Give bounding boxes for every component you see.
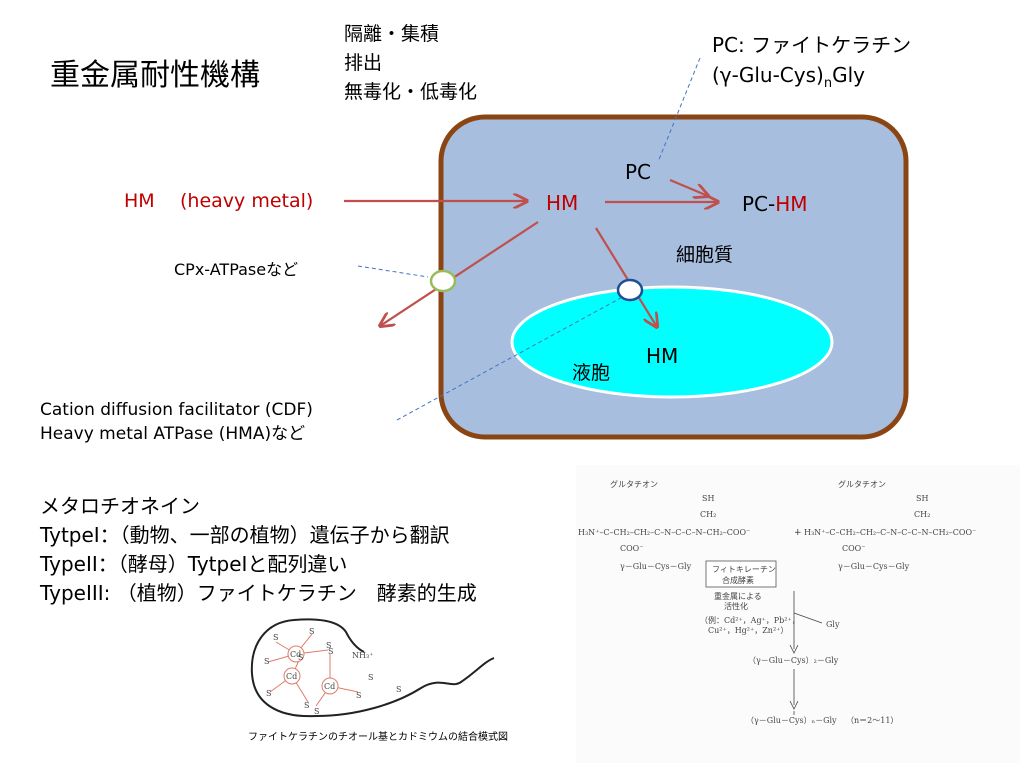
s-atom-1: S	[273, 633, 278, 642]
peptide-chain	[250, 619, 495, 718]
hma-label: Heavy metal ATPase (HMA)など	[40, 424, 306, 444]
cpx-atpase-label: CPx-ATPaseなど	[174, 260, 299, 279]
glutathione-label-right: グルタチオン	[838, 479, 886, 489]
cd-ion-2	[283, 667, 301, 685]
vacuole-label: 液胞	[572, 362, 611, 384]
hm-vacuole-label: HM	[646, 344, 679, 368]
enzyme-box	[705, 560, 777, 588]
mechanism-sequestration: 隔離・集積	[344, 23, 440, 45]
cdf-transporter	[616, 278, 644, 302]
s-atom-8: S	[328, 647, 333, 656]
metallothionein-type-1: TytpeI：（動物、一部の植物）遺伝子から翻訳	[40, 523, 450, 547]
activation-label-2: 活性化	[724, 601, 748, 611]
cd-label-1: Cd	[290, 650, 301, 659]
n-range: （n＝2〜11）	[846, 716, 898, 725]
pc-definition: PC: ファイトケラチン (γ-Glu-Cys)nGly	[712, 30, 911, 99]
metallothionein-heading: メタロチオネイン	[40, 494, 200, 518]
gly-released: Gly	[826, 620, 840, 629]
cdf-leader-line	[396, 293, 629, 421]
ch2-group-right: CH₂	[914, 510, 930, 519]
glutathione-label-left: グルタチオン	[610, 479, 658, 489]
plus-sign: +	[794, 528, 802, 538]
metallothionein-section: メタロチオネイン TytpeI：（動物、一部の植物）遺伝子から翻訳 TypeII…	[40, 492, 477, 608]
cd-label-3: Cd	[324, 682, 335, 691]
metallothionein-type-2: TypeII：（酵母）TytpeIと配列違い	[40, 552, 348, 576]
cd-label-2: Cd	[286, 672, 297, 681]
page-title: 重金属耐性機構	[50, 58, 260, 93]
arrow-hm-efflux	[380, 221, 539, 326]
figure-caption: ファイトケラチンのチオール基とカドミウムの結合模式図	[248, 732, 508, 743]
pc-cd-binding-figure: Cd Cd Cd S S S S S S S S S S S S NH₃⁺	[250, 618, 495, 718]
cd-ion-3	[321, 677, 339, 695]
mechanism-detoxification: 無毒化・低毒化	[344, 81, 478, 103]
cpx-leader-line	[357, 265, 429, 278]
enzyme-label-2: 合成酵素	[722, 575, 754, 585]
glutathione-formula-left: H₃N⁺–C–CH₂–CH₂–C–N–C–C–N–CH₂–COO⁻	[578, 528, 750, 537]
pc-leader-line	[657, 57, 701, 163]
s-atom-2: S	[264, 657, 269, 666]
metal-examples-1: （例：Cd²⁺，Ag⁺，Pb²⁺，	[700, 615, 800, 625]
vacuolar-transporter-list: Cation diffusion facilitator (CDF) Heavy…	[40, 398, 313, 446]
metal-examples-2: Cu²⁺，Hg²⁺，Zn²⁺）	[708, 626, 788, 635]
pc-label: PC	[625, 160, 652, 184]
s-atom-6: S	[298, 653, 303, 662]
arrow-hm-to-vacuole	[595, 227, 657, 327]
s-atom-4: S	[326, 641, 331, 650]
glutathione-sequence-left: γ－Glu－Cys－Gly	[620, 562, 692, 571]
s-atom-7: S	[304, 701, 309, 710]
coo-group-right: COO⁻	[842, 544, 865, 553]
product-dimer: （γ－Glu－Cys）₂－Gly	[748, 656, 839, 665]
s-atom-11: S	[396, 685, 401, 694]
cell-diagram	[344, 57, 909, 440]
metallothionein-type-3: TypeIII: （植物）ファイトケラチン 酵素的生成	[40, 581, 477, 605]
coo-group-left: COO⁻	[620, 544, 643, 553]
hm-cytoplasm-label: HM	[546, 191, 579, 215]
s-atom-5: S	[266, 689, 271, 698]
cpx-atpase-transporter	[429, 269, 457, 293]
s-atom-3: S	[309, 627, 314, 636]
activation-label-1: 重金属による	[714, 591, 762, 601]
ch2-group-left: CH₂	[700, 510, 716, 519]
enzyme-label-1: フィトキレーチン	[712, 565, 776, 574]
glutathione-sequence-right: γ－Glu－Cys－Gly	[838, 562, 910, 571]
hm-outside-label: HM	[124, 190, 155, 212]
mechanism-efflux: 排出	[344, 52, 383, 74]
pc-synthesis-pathway: グルタチオン SH CH₂ H₃N⁺–C–CH₂–CH₂–C–N–C–C–N–C…	[576, 465, 1020, 763]
sh-group-right: SH	[916, 494, 928, 503]
cdf-label: Cation diffusion facilitator (CDF)	[40, 400, 313, 420]
arrow-pc-join	[669, 178, 708, 196]
pc-definition-formula: (γ-Glu-Cys)nGly	[712, 63, 865, 91]
s-atom-12: S	[368, 673, 373, 682]
hm-outside-description: (heavy metal)	[180, 190, 314, 212]
pc-hm-complex-label: PC-HM	[742, 192, 808, 216]
cytoplasm-label: 細胞質	[676, 244, 734, 266]
vacuole	[510, 285, 834, 399]
s-atom-9: S	[314, 707, 319, 716]
pc-definition-name: PC: ファイトケラチン	[712, 33, 912, 57]
nh3-group: NH₃⁺	[352, 651, 373, 660]
cd-ion-1	[287, 645, 305, 663]
sh-group-left: SH	[702, 494, 714, 503]
product-polymer: （γ－Glu－Cys）ₙ－Gly	[746, 716, 837, 725]
s-atom-10: S	[356, 691, 361, 700]
glutathione-formula-right: H₃N⁺–C–CH₂–CH₂–C–N–C–C–N–CH₂–COO⁻	[804, 528, 976, 537]
mechanism-list: 隔離・集積 排出 無毒化・低毒化	[344, 20, 477, 107]
